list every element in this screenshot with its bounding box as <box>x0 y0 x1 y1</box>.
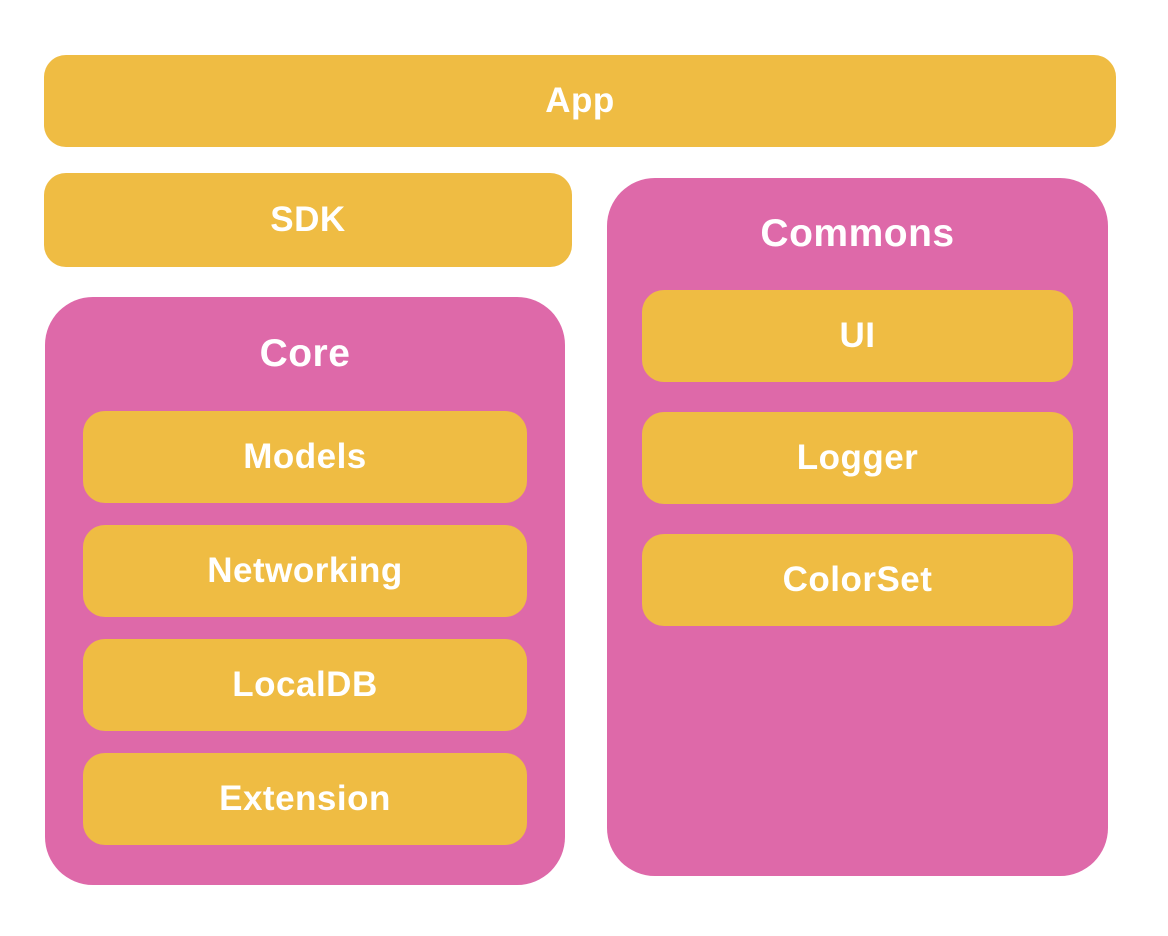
node-extension: Extension <box>83 753 527 845</box>
group-commons: Commons UI Logger ColorSet <box>607 178 1108 876</box>
node-localdb-label: LocalDB <box>232 665 378 704</box>
node-networking-label: Networking <box>207 551 403 590</box>
node-logger: Logger <box>642 412 1073 504</box>
group-commons-title: Commons <box>760 212 955 255</box>
node-networking: Networking <box>83 525 527 617</box>
node-localdb: LocalDB <box>83 639 527 731</box>
group-core-title: Core <box>259 332 351 375</box>
node-sdk: SDK <box>44 173 572 267</box>
group-core-children: Models Networking LocalDB Extension <box>83 411 527 845</box>
group-commons-children: UI Logger ColorSet <box>642 290 1073 626</box>
node-models: Models <box>83 411 527 503</box>
node-logger-label: Logger <box>796 438 919 477</box>
node-models-label: Models <box>243 437 367 476</box>
node-app: App <box>44 55 1116 147</box>
node-ui-label: UI <box>839 316 876 355</box>
node-ui: UI <box>642 290 1073 382</box>
node-colorset: ColorSet <box>642 534 1073 626</box>
node-colorset-label: ColorSet <box>782 560 933 599</box>
node-app-label: App <box>545 81 615 120</box>
group-core: Core Models Networking LocalDB Extension <box>45 297 565 885</box>
node-sdk-label: SDK <box>270 200 346 239</box>
node-extension-label: Extension <box>219 779 391 818</box>
